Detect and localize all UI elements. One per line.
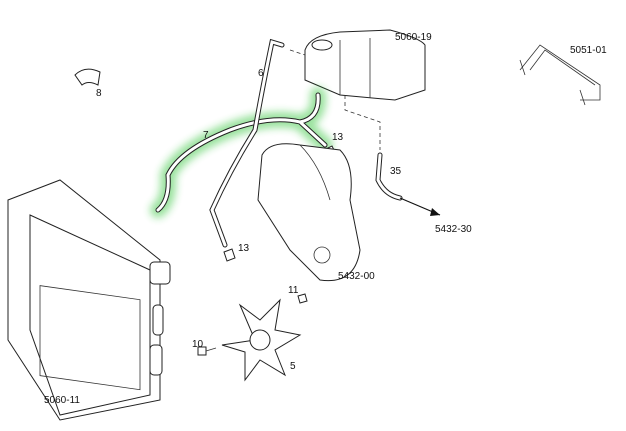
- label-outlet-ref: 5432-30: [435, 224, 472, 235]
- label-bolt: 10: [192, 339, 204, 350]
- label-hose-7: 7: [203, 130, 209, 141]
- label-expansion-tank: 5060-19: [395, 32, 432, 43]
- label-clamp-upper: 13: [332, 132, 344, 143]
- hose-7-highlighted[interactable]: [150, 87, 333, 218]
- label-clip: 8: [96, 88, 102, 99]
- label-hose-35: 35: [390, 166, 402, 177]
- label-clamp-lower: 13: [238, 243, 250, 254]
- expansion-tank[interactable]: [304, 29, 426, 101]
- label-fan: 5: [290, 361, 296, 372]
- label-nut: 11: [288, 285, 299, 296]
- bracket-part[interactable]: [519, 44, 601, 106]
- label-radiator: 5060-11: [44, 395, 80, 406]
- pump-housing[interactable]: [257, 143, 361, 282]
- nut[interactable]: [297, 293, 308, 304]
- label-bracket: 5051-01: [570, 45, 607, 56]
- radiator[interactable]: [7, 179, 171, 421]
- hose-6[interactable]: [209, 38, 285, 248]
- bolt[interactable]: [197, 346, 217, 356]
- clamp-lower[interactable]: [223, 248, 236, 262]
- label-pump-housing: 5432-00: [338, 271, 375, 282]
- label-hose-6: 6: [258, 68, 264, 79]
- clip-part[interactable]: [74, 68, 101, 86]
- fan[interactable]: [221, 298, 302, 382]
- hose-35[interactable]: [375, 152, 441, 216]
